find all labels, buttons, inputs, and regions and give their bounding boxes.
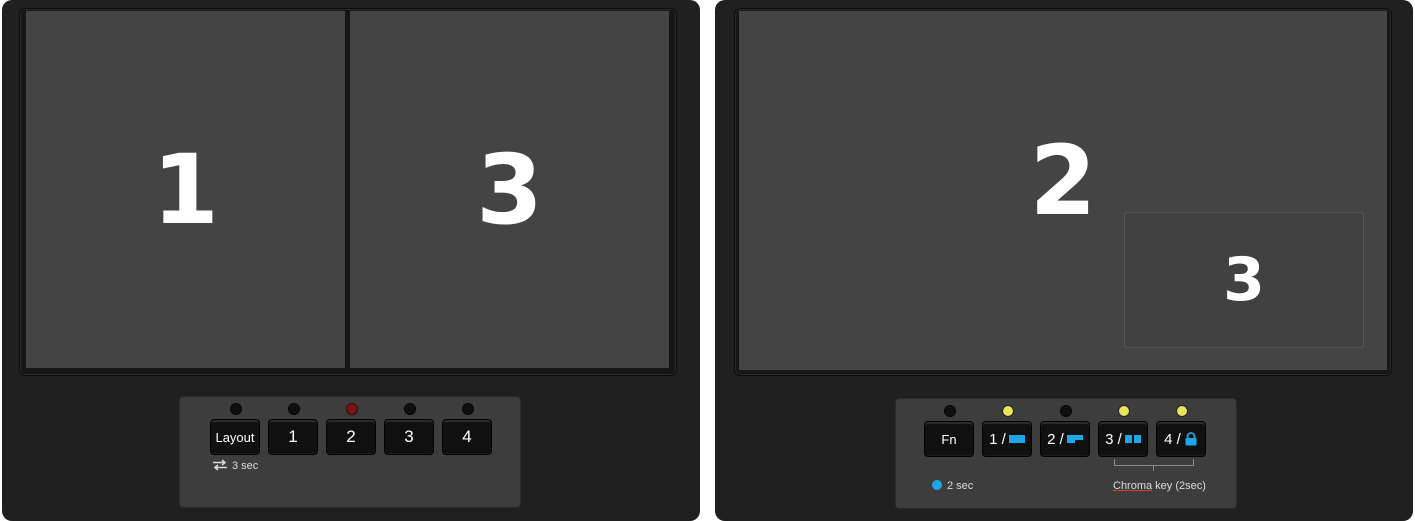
led-1 xyxy=(288,403,300,415)
led-3 xyxy=(404,403,416,415)
led-2 xyxy=(1060,405,1072,417)
video-pane-2: 2 xyxy=(739,11,1387,370)
input-1-button[interactable]: 1 / xyxy=(982,421,1032,457)
fn-button[interactable]: Fn xyxy=(924,421,974,457)
key-label: 3 xyxy=(404,427,414,446)
fn-hint-text: 2 sec xyxy=(947,480,974,492)
key-label: 2 / xyxy=(1047,430,1064,448)
right-screen: 2 3 xyxy=(734,8,1392,376)
chroma-rest: key (2sec) xyxy=(1152,480,1206,492)
left-control-panel: Layout 1 2 3 4 3 sec xyxy=(179,396,521,508)
blue-dot-icon xyxy=(932,480,942,490)
input-1-button[interactable]: 1 xyxy=(268,419,318,455)
key-label: 3 / xyxy=(1105,430,1122,448)
key-label: 1 xyxy=(288,427,298,446)
key-label: 2 xyxy=(346,427,356,446)
chroma-word: Chroma xyxy=(1113,480,1153,492)
fn-hint: 2 sec xyxy=(932,480,973,492)
pane-number: 2 xyxy=(1029,124,1097,237)
led-4 xyxy=(1176,405,1188,417)
chroma-key-hint: Chroma key (2sec) xyxy=(1113,480,1206,492)
left-device: 1 3 Layout 1 2 3 4 3 sec xyxy=(2,0,700,521)
led-4 xyxy=(462,403,474,415)
layout-hint-text: 3 sec xyxy=(232,460,259,472)
led-1 xyxy=(1002,405,1014,417)
pane-number: 3 xyxy=(476,133,543,246)
input-2-button[interactable]: 2 / xyxy=(1040,421,1090,457)
layout-full-icon xyxy=(1008,435,1025,443)
right-device: 2 3 Fn 1 / 2 / 3 / 4 / 2 sec xyxy=(715,0,1413,521)
key-label: 4 / xyxy=(1164,430,1181,448)
pane-number: 1 xyxy=(152,133,219,246)
swap-arrows-icon xyxy=(213,459,227,471)
led-fn xyxy=(944,405,956,417)
layout-button[interactable]: Layout xyxy=(210,419,260,455)
led-layout xyxy=(230,403,242,415)
chroma-key-bracket-tick xyxy=(1153,465,1154,471)
video-pane-1: 1 xyxy=(26,11,345,368)
layout-corner-icon xyxy=(1066,435,1083,443)
chroma-key-bracket xyxy=(1114,459,1194,466)
left-screen: 1 3 xyxy=(19,8,677,376)
key-label: 4 xyxy=(462,427,472,446)
video-pane-3: 3 xyxy=(350,11,669,368)
layout-button-label: Layout xyxy=(215,429,255,445)
input-3-button[interactable]: 3 xyxy=(384,419,434,455)
input-3-button[interactable]: 3 / xyxy=(1098,421,1148,457)
layout-split-icon xyxy=(1124,435,1141,443)
key-label: 1 / xyxy=(989,430,1006,448)
fn-button-label: Fn xyxy=(941,431,957,447)
input-2-button[interactable]: 2 xyxy=(326,419,376,455)
lock-icon xyxy=(1185,432,1197,446)
input-4-button[interactable]: 4 xyxy=(442,419,492,455)
right-control-panel: Fn 1 / 2 / 3 / 4 / 2 sec Chroma key (2se… xyxy=(895,398,1237,509)
pip-pane-3: 3 xyxy=(1124,212,1364,348)
input-4-button[interactable]: 4 / xyxy=(1156,421,1206,457)
led-3 xyxy=(1118,405,1130,417)
led-2 xyxy=(346,403,358,415)
pane-number: 3 xyxy=(1223,245,1265,315)
layout-hint: 3 sec xyxy=(212,459,258,472)
